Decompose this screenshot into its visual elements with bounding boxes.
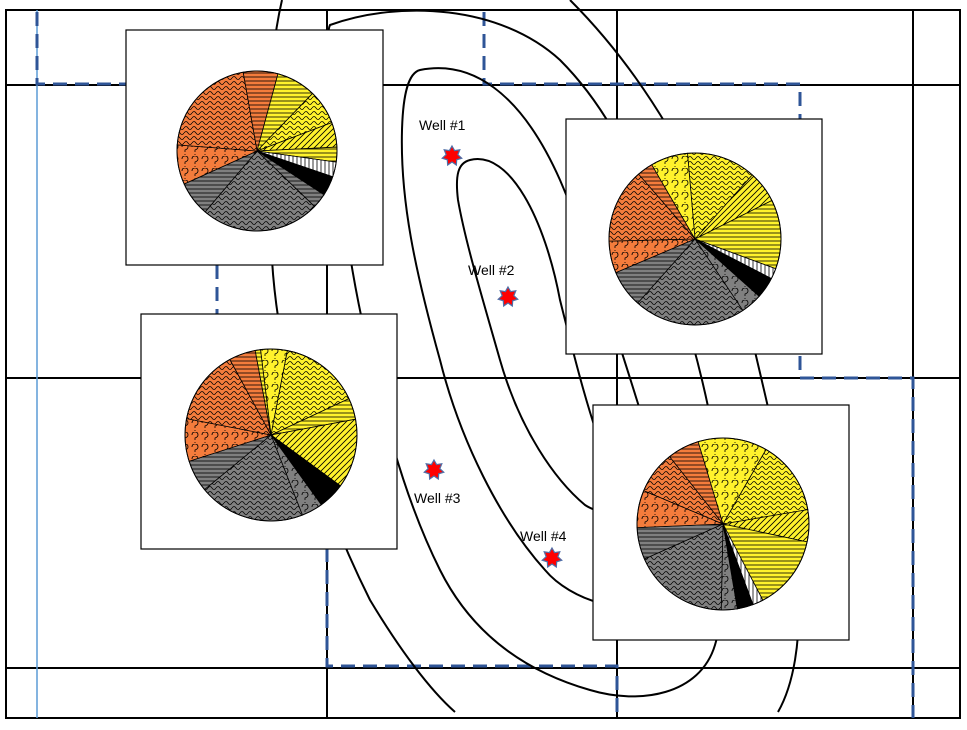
well-1-label: Well #1 (419, 117, 466, 133)
pie-bottom-right-slice-2-pattern (723, 524, 808, 601)
well-4[interactable]: Well #4 (520, 528, 567, 569)
pie-chart-top-right (608, 152, 782, 326)
pie-top-left-slice-7-pattern (257, 151, 324, 207)
pie-bottom-right-slice-8-pattern (637, 490, 723, 528)
well-4-label: Well #4 (520, 528, 567, 544)
contour-inner (455, 158, 617, 512)
pie-chart-bottom-right (636, 437, 810, 611)
pie-top-left-slice-4-pattern (257, 147, 337, 163)
pie-bottom-right-slice-6-pattern (644, 524, 723, 610)
pie-bottom-left-slice-9-pattern (186, 359, 271, 435)
pie-bottom-left-slice-2-pattern (271, 398, 356, 435)
pie-top-right-slice-5-pattern (695, 239, 760, 311)
pie-bottom-right-slice-5-pattern (721, 524, 738, 610)
pie-panel-top-right (565, 118, 823, 355)
pie-top-left-slice-9-pattern (184, 151, 257, 212)
pie-chart-bottom-left (184, 348, 358, 522)
well-2-star-icon (497, 285, 519, 308)
pie-bottom-right-slice-10-pattern (669, 441, 723, 524)
pie-panel-top-left (125, 29, 384, 266)
pie-top-left-slice-1-pattern (257, 73, 313, 151)
well-3[interactable]: Well #3 (414, 458, 461, 506)
pie-bottom-left-slice-7-pattern (189, 435, 271, 490)
well-1[interactable]: Well #1 (419, 117, 466, 167)
pie-bottom-right-outline (636, 437, 810, 611)
pie-bottom-left-outline (184, 348, 358, 522)
pie-top-left-slice-11-pattern (177, 72, 257, 151)
well-2-label: Well #2 (468, 262, 515, 278)
pie-bottom-left-slice-6-pattern (204, 435, 303, 522)
pie-top-left-outline (176, 70, 338, 232)
pie-bottom-right-slice-11-pattern (698, 437, 766, 524)
pie-bottom-left-slice-8-pattern (185, 418, 271, 462)
pie-top-right-slice-11-pattern (651, 153, 695, 239)
pie-top-left-slice-0-pattern (243, 71, 278, 151)
pie-top-right-slice-0-pattern (687, 153, 753, 239)
pie-bottom-right-slice-1-pattern (723, 509, 810, 542)
pie-bottom-left-slice-0-pattern (260, 348, 288, 435)
pie-bottom-left-slice-11-pattern (255, 349, 271, 435)
well-2[interactable]: Well #2 (468, 262, 519, 308)
pie-chart-top-left (176, 70, 338, 232)
pie-top-left-slice-3-pattern (257, 122, 337, 151)
contour-east (569, 0, 800, 713)
well-4-star-icon (541, 546, 563, 569)
well-1-star-icon (441, 144, 463, 167)
pie-top-right-slice-6-pattern (637, 239, 743, 325)
pie-bottom-right-slice-3-pattern (723, 524, 763, 605)
pie-bottom-left-slice-10-pattern (229, 350, 271, 435)
pie-top-left-slice-8-pattern (205, 151, 315, 231)
pie-top-right-slice-7-pattern (615, 239, 695, 304)
pie-bottom-right-slice-9-pattern (643, 456, 723, 524)
pie-top-right-slice-1-pattern (695, 174, 772, 239)
pie-bottom-right-slice-0-pattern (723, 449, 808, 524)
pie-top-right-slice-8-pattern (609, 239, 695, 273)
pie-top-right-slice-2-pattern (695, 200, 782, 269)
pie-top-right-slice-9-pattern (609, 174, 695, 242)
pie-top-left-slice-2-pattern (257, 93, 332, 151)
well-3-label: Well #3 (414, 490, 461, 506)
pie-panel-bottom-right (592, 404, 850, 641)
pie-top-right-outline (608, 152, 782, 326)
pie-bottom-left-slice-3-pattern (271, 419, 357, 486)
pie-top-right-slice-3-pattern (695, 239, 776, 279)
pie-top-right-slice-10-pattern (638, 164, 695, 239)
pie-bottom-right-slice-7-pattern (637, 524, 723, 559)
well-3-star-icon (423, 458, 445, 481)
pie-bottom-left-slice-1-pattern (271, 350, 349, 435)
pie-top-left-slice-10-pattern (177, 144, 257, 185)
pie-bottom-left-slice-5-pattern (271, 435, 322, 516)
pie-panel-bottom-left (140, 313, 398, 550)
